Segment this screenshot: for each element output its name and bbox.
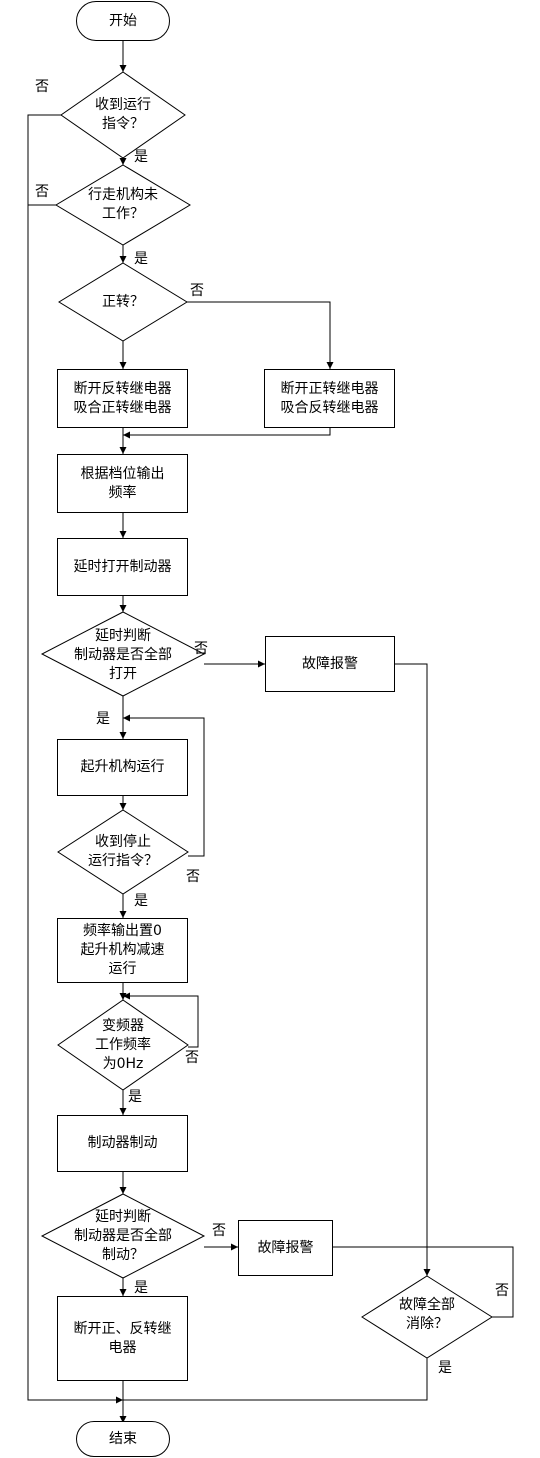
decision-brake-all-open: 延时判断 制动器是否全部 打开 (74, 627, 172, 682)
label-no: 否 (185, 1050, 199, 1066)
label-no: 否 (35, 79, 49, 95)
process-forward-relay: 断开反转继电器 吸合正转继电器 (57, 369, 188, 428)
process-freq-zero: 频率输出置0 起升机构减速 运行 (57, 918, 188, 983)
decision-forward: 正转？ (102, 293, 144, 310)
label-no: 否 (212, 1223, 226, 1239)
process-gear-frequency: 根据档位输出 频率 (57, 454, 188, 513)
label-no: 否 (495, 1283, 509, 1299)
label-no: 否 (194, 641, 208, 657)
decision-receive-stop-cmd: 收到停止 运行指令？ (88, 834, 158, 869)
decision-vfd-zero: 变频器 工作频率 为0Hz (95, 1017, 151, 1072)
process-reverse-relay: 断开正转继电器 吸合反转继电器 (264, 369, 395, 428)
decision-faults-cleared: 故障全部 消除？ (399, 1297, 455, 1332)
label-yes: 是 (128, 1089, 142, 1105)
label-no: 否 (35, 184, 49, 200)
label-yes: 是 (134, 1280, 148, 1296)
process-delay-open-brake: 延时打开制动器 (57, 538, 188, 596)
decision-brake-all-braked: 延时判断 制动器是否全部 制动？ (74, 1208, 172, 1263)
label-yes: 是 (134, 251, 148, 267)
label-yes: 是 (134, 893, 148, 909)
process-brake: 制动器制动 (57, 1115, 188, 1172)
label-no: 否 (190, 283, 204, 299)
label-no: 否 (186, 869, 200, 885)
start-node: 开始 (76, 1, 170, 41)
end-node: 结束 (76, 1421, 170, 1457)
process-fault-alarm-1: 故障报警 (265, 636, 395, 692)
label-yes: 是 (438, 1360, 452, 1376)
process-fault-alarm-2: 故障报警 (238, 1220, 333, 1276)
label-yes: 是 (134, 149, 148, 165)
decision-receive-run-cmd: 收到运行 指令？ (95, 97, 151, 132)
process-cut-relays: 断开正、反转继 电器 (57, 1296, 188, 1381)
decision-travel-not-working: 行走机构未 工作？ (88, 187, 158, 222)
label-yes: 是 (96, 711, 110, 727)
process-hoist-run: 起升机构运行 (57, 739, 188, 796)
